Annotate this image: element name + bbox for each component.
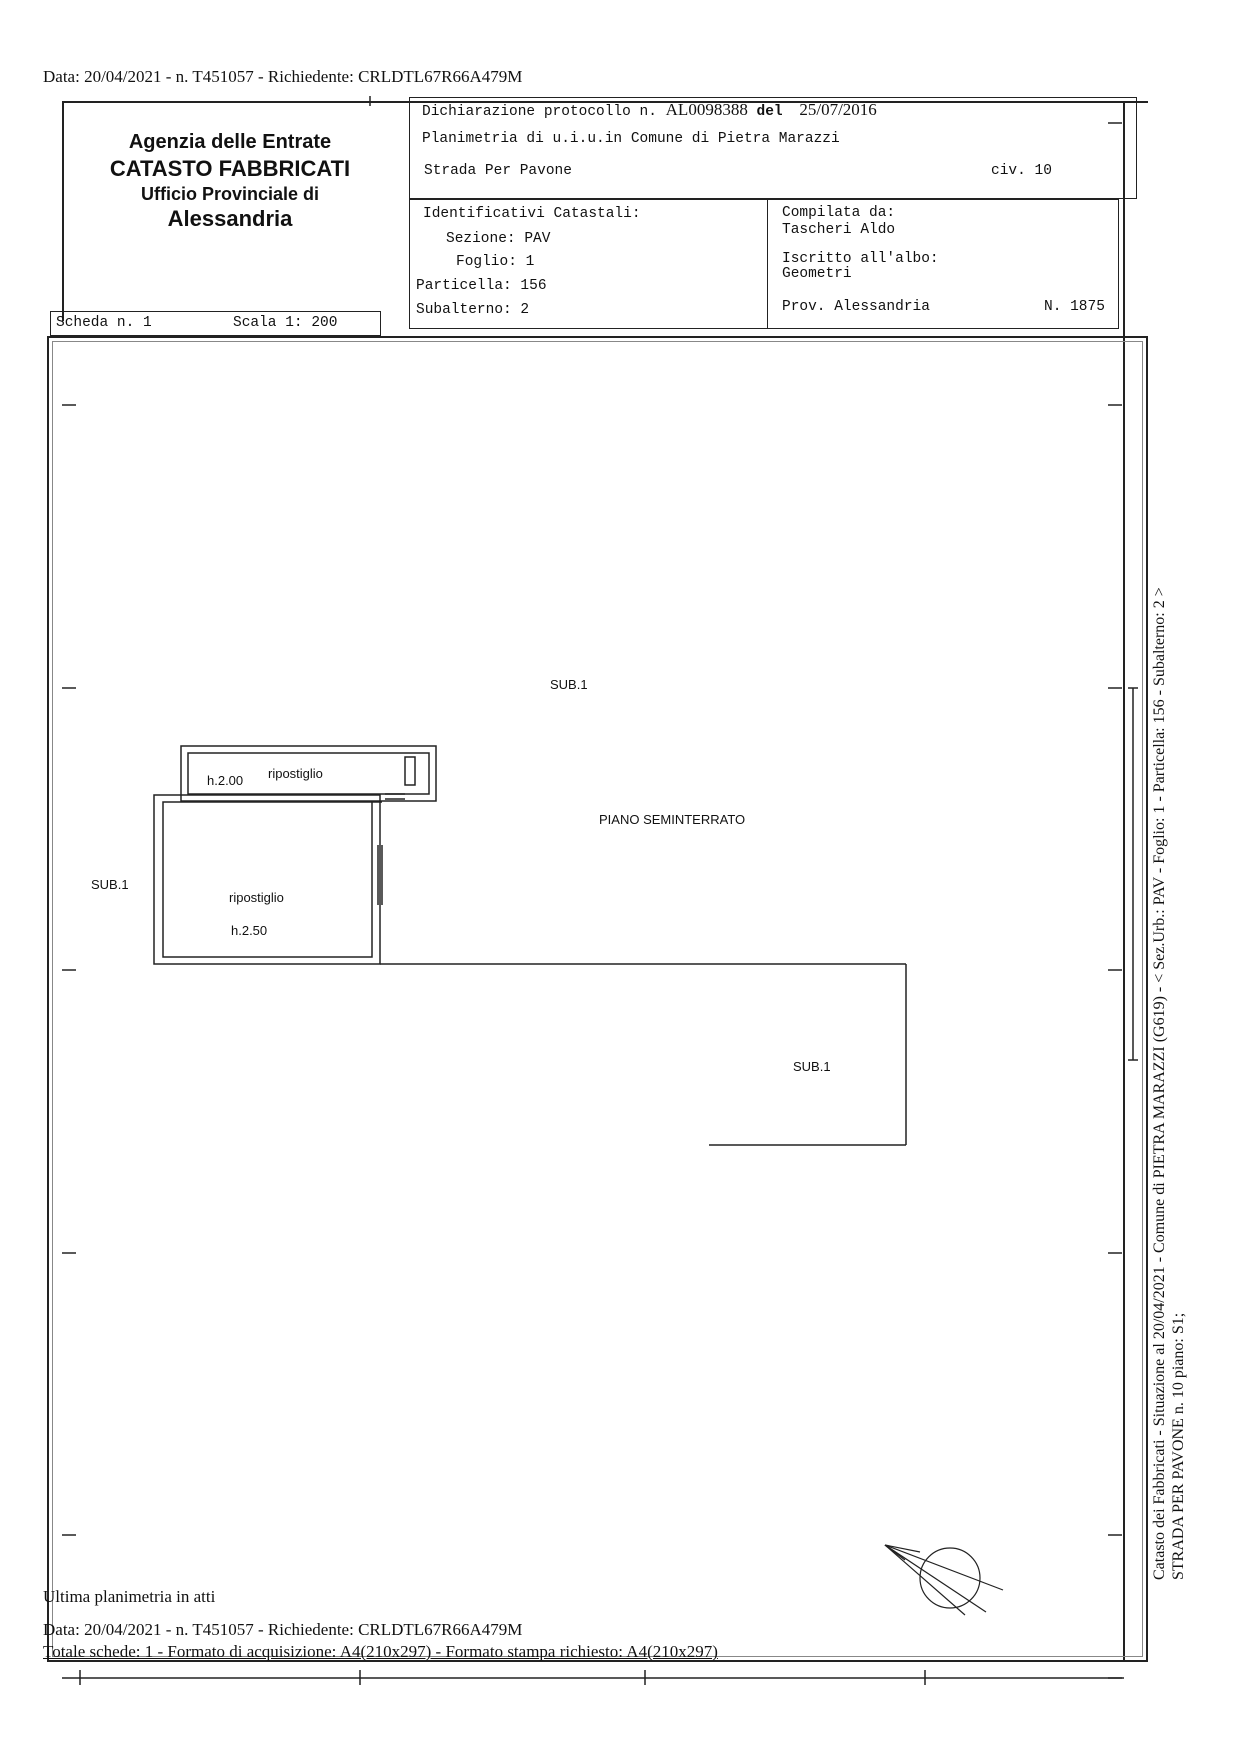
label-sub-right: SUB.1 — [793, 1059, 831, 1074]
protocol-date-label: del — [756, 104, 783, 120]
label-floor: PIANO SEMINTERRATO — [599, 812, 746, 827]
identifier-sezione: Sezione: PAV — [446, 231, 551, 247]
label-sub-top: SUB.1 — [550, 677, 588, 692]
sheet-scale: Scala 1: 200 — [233, 315, 338, 331]
side-cadastral-note: Catasto dei Fabbricati - Situazione al 2… — [1150, 587, 1188, 1580]
footer-format-line: Totale schede: 1 - Formato di acquisizio… — [43, 1642, 718, 1661]
agency-department: CATASTO FABBRICATI — [109, 156, 351, 181]
plan-title: Planimetria di u.i.u.in Comune di Pietra… — [422, 131, 840, 147]
compiler-province: Prov. Alessandria — [782, 299, 930, 315]
agency-block: Agenzia delle Entrate CATASTO FABBRICATI… — [70, 130, 390, 233]
small-room-height: h.2.00 — [207, 773, 244, 788]
small-room-name: ripostiglio — [268, 766, 323, 781]
drawing-frame — [47, 336, 1148, 1662]
large-room-height: h.2.50 — [231, 923, 268, 938]
agency-province: Alessandria — [167, 206, 293, 231]
sheet-box — [50, 311, 381, 336]
frame-top-line — [62, 101, 1148, 103]
footer-request-line: Data: 20/04/2021 - n. T451057 - Richiede… — [43, 1620, 523, 1639]
compiler-name: Tascheri Aldo — [782, 222, 896, 238]
side-note-line2: STRADA PER PAVONE n. 10 piano: S1; — [1170, 1312, 1187, 1580]
register-label: Iscritto all'albo: — [782, 251, 939, 267]
large-room-name: ripostiglio — [229, 890, 284, 905]
compiler-label: Compilata da: — [782, 205, 896, 221]
street-name: Strada Per Pavone — [424, 163, 572, 179]
agency-office: Ufficio Provinciale di — [140, 183, 320, 204]
protocol-date: 25/07/2016 — [799, 100, 877, 119]
compiler-number: N. 1875 — [1044, 299, 1105, 315]
frame-right-line — [1123, 101, 1125, 1661]
header-request-line: Data: 20/04/2021 - n. T451057 - Richiede… — [43, 67, 523, 86]
drawing-inner-frame — [52, 341, 1143, 1657]
protocol-number: AL0098388 — [665, 100, 748, 119]
identifier-subalterno: Subalterno: 2 — [416, 302, 530, 318]
north-arrow-icon — [884, 1544, 1004, 1616]
protocol-label: Dichiarazione protocollo n. — [422, 104, 657, 120]
civic-number: civ. 10 — [991, 163, 1052, 179]
side-note-line1: Catasto dei Fabbricati - Situazione al 2… — [1151, 587, 1168, 1580]
label-sub-left: SUB.1 — [91, 877, 129, 892]
identifiers-title: Identificativi Catastali: — [423, 206, 641, 222]
agency-name: Agenzia delle Entrate — [128, 131, 332, 153]
footer-last-plan: Ultima planimetria in atti — [43, 1587, 216, 1606]
protocol-line: Dichiarazione protocollo n. AL0098388 de… — [422, 100, 877, 120]
identifier-particella: Particella: 156 — [416, 278, 547, 294]
identifier-foglio: Foglio: 1 — [456, 254, 535, 270]
frame-left-line — [62, 101, 64, 321]
compiler-box — [767, 199, 1119, 329]
sheet-number: Scheda n. 1 — [56, 315, 152, 331]
declaration-box — [409, 97, 1137, 199]
register-value: Geometri — [782, 266, 852, 282]
